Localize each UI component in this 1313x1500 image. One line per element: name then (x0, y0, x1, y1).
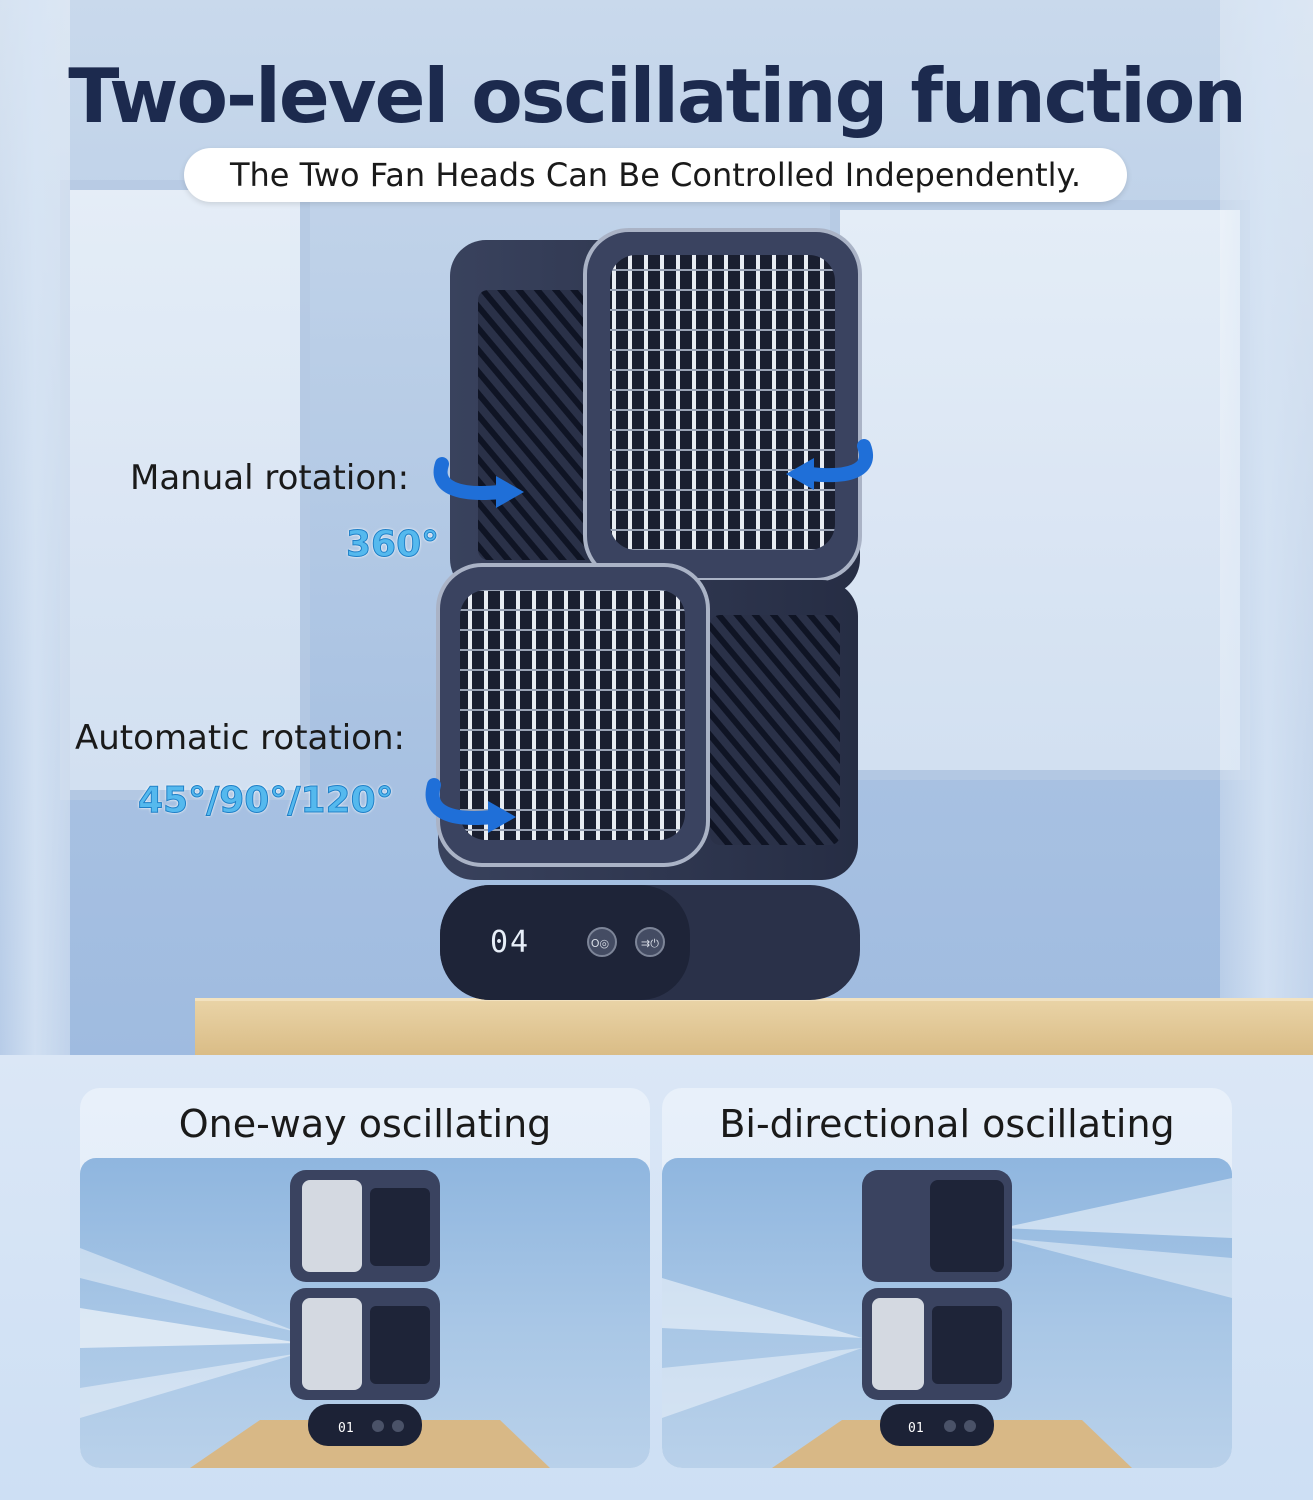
rotation-arrow-icon (425, 778, 516, 833)
panel-readout: 01 (908, 1421, 924, 1436)
panel-bi-directional: Bi-directional oscillating 01 (662, 1088, 1232, 1468)
rotation-arrow-icon (786, 439, 873, 490)
svg-text:⇉⏻: ⇉⏻ (641, 937, 659, 950)
rotation-arrow-icon (433, 457, 524, 508)
one-way-fan-illustration: 01 (80, 1170, 550, 1468)
bottom-fan-head (436, 563, 858, 880)
subtitle: The Two Fan Heads Can Be Controlled Inde… (229, 156, 1082, 194)
panel-scene: 01 (80, 1158, 650, 1468)
panel-title: One-way oscillating (178, 1102, 552, 1146)
fan-illustration: O◎ ⇉⏻ (436, 228, 862, 1000)
curtain-left (0, 0, 70, 1055)
manual-rotation-degree: 360° (345, 524, 440, 566)
bi-directional-fan-illustration: 01 (662, 1170, 1232, 1468)
desk (195, 998, 1313, 1055)
curtain-right (1220, 0, 1313, 1055)
hero-section: Two-level oscillating function The Two F… (0, 0, 1313, 1055)
panel-one-way: One-way oscillating 01 (80, 1088, 650, 1468)
fan-base: O◎ ⇉⏻ (440, 885, 860, 1000)
panel-readout: 01 (338, 1421, 354, 1436)
panel-scene: 01 (662, 1158, 1232, 1468)
top-fan-head (450, 228, 862, 595)
manual-rotation-label: Manual rotation: (130, 458, 410, 498)
automatic-rotation-label: Automatic rotation: (75, 718, 405, 758)
airflow-streaks (662, 1178, 1232, 1418)
airflow-streaks (80, 1248, 300, 1418)
fan-display-readout: 04 (490, 925, 531, 960)
automatic-rotation-degree: 45°/90°/120° (138, 780, 395, 822)
window-right (830, 200, 1250, 780)
svg-text:O◎: O◎ (591, 937, 609, 950)
panel-title: Bi-directional oscillating (719, 1102, 1175, 1146)
page-title: Two-level oscillating function (68, 52, 1246, 140)
subtitle-pill: The Two Fan Heads Can Be Controlled Inde… (184, 148, 1127, 202)
